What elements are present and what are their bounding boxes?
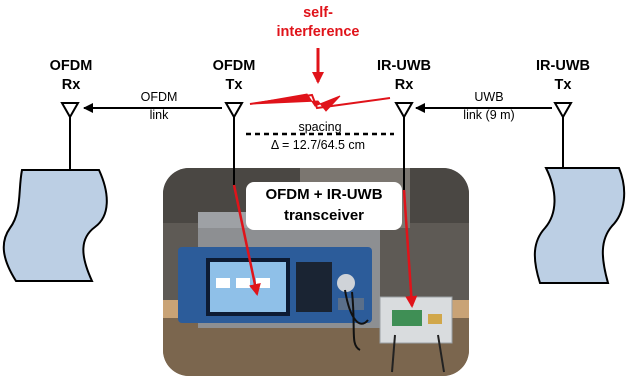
antenna-icon [394,102,414,120]
lightning-bolt [249,93,391,110]
uwb-tx-label: IR-UWB Tx [536,58,590,93]
rx-pointer-arrow [402,189,418,308]
spacing-value: Δ = 12.7/64.5 cm [270,138,366,152]
antenna-icon [553,102,573,120]
ofdm-rx-label: OFDM Rx [49,58,93,93]
ofdm-link-label: OFDM link [140,90,178,122]
antenna-icon [224,102,244,120]
antenna-icon [60,102,80,120]
spacing-label: spacing [298,120,342,134]
computer-icon [533,167,626,284]
computer-icon [2,169,108,282]
uwb-link-label: UWB link (9 m) [463,90,515,122]
tx-pointer-arrow [232,184,261,296]
ofdm-tx-label: OFDM Tx [212,58,256,93]
interference-label: self- interference [276,5,360,40]
setup-photo [163,168,469,376]
uwb-rx-label: IR-UWB Rx [377,58,431,93]
transceiver-label: OFDM + IR-UWB transceiver [246,182,402,230]
